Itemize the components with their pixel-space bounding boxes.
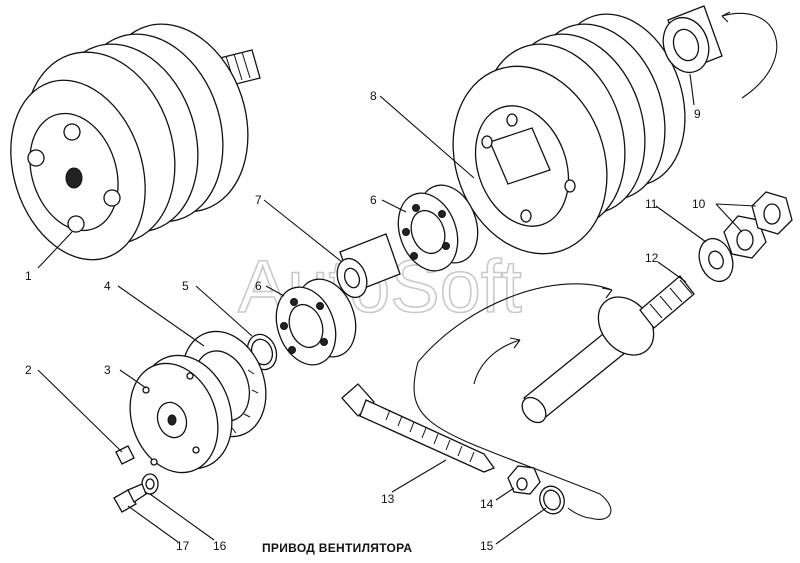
part-6-bearing-upper bbox=[397, 184, 479, 272]
part-9-sleeve bbox=[662, 5, 778, 99]
callout-15: 15 bbox=[480, 539, 494, 553]
callout-13: 13 bbox=[381, 492, 395, 506]
part-8-driven-pulley bbox=[452, 13, 686, 255]
part-17-bolt bbox=[113, 483, 147, 513]
callout-4: 4 bbox=[104, 279, 111, 293]
callout-17: 17 bbox=[176, 539, 190, 553]
callout-12: 12 bbox=[645, 251, 659, 265]
callout-5: 5 bbox=[182, 279, 189, 293]
callout-1: 1 bbox=[25, 269, 32, 283]
callout-10: 10 bbox=[692, 197, 706, 211]
callout-9: 9 bbox=[694, 107, 701, 121]
part-6-bearing-lower bbox=[275, 278, 357, 366]
part-11-washer bbox=[698, 237, 734, 283]
callout-6a: 6 bbox=[255, 279, 262, 293]
callout-3: 3 bbox=[104, 363, 111, 377]
diagram-caption: ПРИВОД ВЕНТИЛЯТОРА bbox=[262, 541, 412, 555]
callout-2: 2 bbox=[25, 363, 32, 377]
callout-8: 8 bbox=[370, 89, 377, 103]
part-14-nut bbox=[507, 465, 541, 495]
part-13-long-bolt bbox=[341, 383, 496, 473]
callout-7: 7 bbox=[255, 193, 262, 207]
leader-lines bbox=[37, 73, 757, 545]
callout-16: 16 bbox=[213, 539, 227, 553]
callout-6b: 6 bbox=[370, 193, 377, 207]
part-12-shaft bbox=[413, 275, 695, 520]
part-10-nuts bbox=[723, 191, 793, 259]
part-1-drive-pulley bbox=[10, 23, 261, 261]
callout-11: 11 bbox=[645, 197, 658, 211]
part-15-ring bbox=[539, 485, 565, 515]
part-7-spacer bbox=[336, 233, 401, 299]
callout-14: 14 bbox=[480, 497, 494, 511]
part-3-cover bbox=[129, 354, 233, 474]
callout-labels: 1 2 3 4 5 6 6 7 8 9 10 11 12 13 14 15 16… bbox=[25, 89, 706, 553]
